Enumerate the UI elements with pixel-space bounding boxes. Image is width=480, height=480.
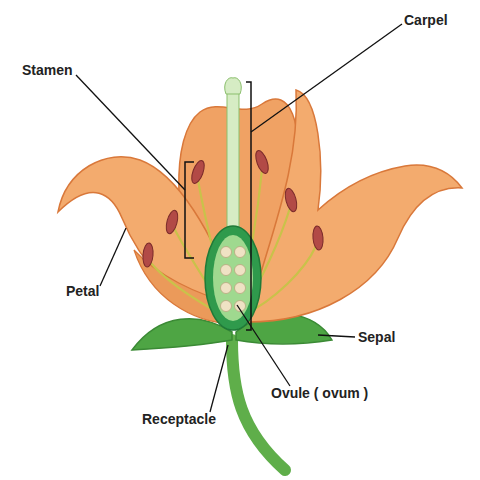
ovary	[205, 226, 261, 330]
ovule	[221, 283, 232, 294]
anther	[312, 226, 324, 251]
carpel-bracket	[246, 82, 251, 330]
leader-line	[100, 228, 126, 286]
ovules	[221, 247, 246, 312]
ovule	[221, 265, 232, 276]
part-label: Carpel	[404, 12, 448, 28]
leader-lines	[76, 24, 402, 412]
leader-line	[251, 24, 402, 132]
anther	[253, 149, 271, 175]
leader-line	[76, 75, 185, 190]
anther	[283, 187, 299, 213]
part-label: Petal	[66, 283, 99, 299]
anther	[189, 159, 207, 185]
sepal-left	[132, 319, 232, 350]
anther	[164, 209, 180, 235]
ovule	[235, 247, 246, 258]
stamen-bracket	[185, 162, 194, 258]
ovule	[235, 283, 246, 294]
part-label: Sepal	[358, 329, 395, 345]
ovule	[235, 265, 246, 276]
ovule	[221, 301, 232, 312]
part-label: Receptacle	[142, 411, 216, 427]
part-label: Stamen	[22, 62, 73, 78]
leader-line	[318, 335, 355, 337]
ovary-chamber	[213, 235, 253, 321]
anther	[142, 243, 154, 268]
stigma	[225, 78, 242, 94]
stem	[232, 340, 285, 470]
leader-line	[237, 305, 290, 386]
petal-right	[248, 90, 462, 322]
part-label: Ovule ( ovum )	[271, 385, 368, 401]
style	[227, 92, 239, 242]
leader-line	[210, 345, 228, 412]
ovule	[221, 247, 232, 258]
